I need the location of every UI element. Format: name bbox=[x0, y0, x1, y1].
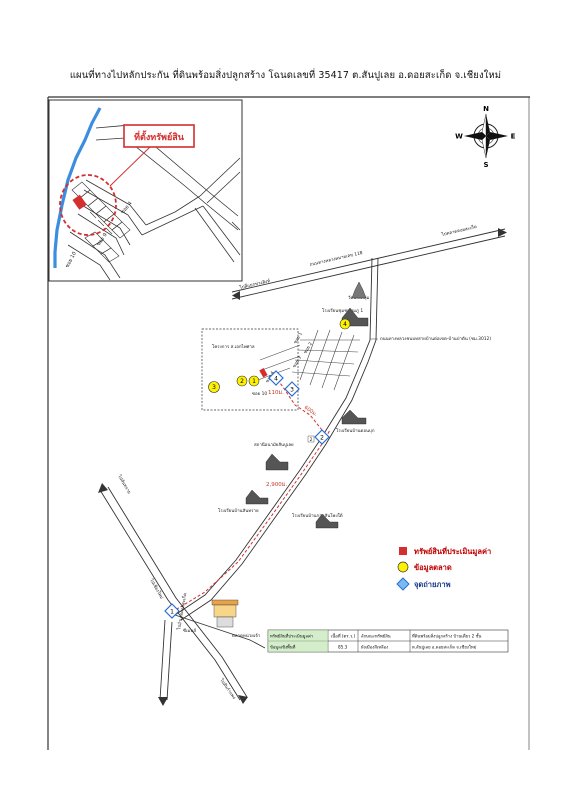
legend-market-label: ข้อมูลตลาด bbox=[414, 563, 452, 573]
place-school-low1: โรงเรียนบ้านสันทราย bbox=[218, 507, 259, 514]
place-school-top: โรงเรียนชุมชนชมภู 1 bbox=[322, 307, 363, 314]
place-junction: ซีเมนส์ bbox=[183, 628, 196, 634]
route-path-end bbox=[277, 379, 323, 431]
hospital-icon: 2 bbox=[307, 435, 315, 443]
legend-market-swatch bbox=[397, 561, 409, 573]
compass-s: S bbox=[483, 161, 488, 169]
road-label-secondary: ถนนทางหลวงชนบทสายบ้านต่อเขต-บ้านป่าตัน (… bbox=[380, 336, 491, 342]
inset-map: ที่ตั้งทรัพย์สิน ซอย 4 ซอย 9 ซอย 10 bbox=[48, 99, 243, 282]
legend-property-swatch bbox=[399, 547, 407, 555]
svg-text:1: 1 bbox=[252, 378, 256, 385]
compass-n: N bbox=[483, 105, 489, 113]
route-path bbox=[171, 429, 331, 613]
table-r2c1: ข้อมูลเชิงพื้นที่ bbox=[270, 644, 296, 651]
svg-text:2: 2 bbox=[320, 435, 324, 442]
inset-property-marker bbox=[72, 194, 87, 210]
local-streets bbox=[257, 329, 360, 391]
distance-110: 110ม. bbox=[268, 390, 284, 396]
market-marker-3: 1 bbox=[248, 375, 260, 387]
place-school-low2: โรงเรียนบ้านกาดสันโพงใต้ bbox=[292, 512, 343, 519]
table-r2c4: ต.สันปูเลย อ.ดอยสะเก็ด จ.เชียงใหม่ bbox=[412, 644, 477, 651]
inset-property-label-box bbox=[123, 124, 195, 148]
road-label-left: ไปสี่แยกข่วงสิงห์ bbox=[238, 277, 271, 291]
place-school-mid: โรงเรียนบ้านดอนบุก bbox=[336, 427, 375, 434]
svg-text:4: 4 bbox=[343, 321, 347, 328]
compass-e: E bbox=[511, 133, 516, 141]
svg-text:4: 4 bbox=[274, 376, 278, 383]
compass-w: W bbox=[455, 133, 463, 141]
property-marker bbox=[259, 368, 268, 378]
info-table: ทรัพย์สินที่ประเมินมูลค่า เนื้อที่ (ตร.ว… bbox=[267, 629, 509, 653]
legend-photo-label: จุดถ่ายภาพ bbox=[414, 580, 451, 589]
inset-property-label: ที่ตั้งทรัพย์สิน bbox=[134, 130, 185, 143]
photo-point-4: 4 bbox=[268, 370, 284, 386]
table-r1c1: ทรัพย์สินที่ประเมินมูลค่า bbox=[270, 633, 313, 640]
place-village: โครงการ ส.เอกไพศาล bbox=[212, 343, 255, 350]
inset-highlight-circle bbox=[59, 174, 117, 236]
photo-point-1: 1 bbox=[164, 603, 180, 619]
page-title: แผนที่ทางไปหลักประกัน ที่ดินพร้อมสิ่งปลู… bbox=[69, 70, 502, 81]
legend-photo-swatch bbox=[396, 577, 410, 591]
svg-text:3: 3 bbox=[290, 387, 294, 394]
svg-text:3: 3 bbox=[212, 384, 216, 391]
market-marker-1: 3 bbox=[208, 381, 220, 393]
distance-2900: 2,900ม. bbox=[266, 482, 287, 488]
svg-text:2: 2 bbox=[310, 437, 313, 442]
inset-soi4-label: ซอย 4 bbox=[120, 201, 134, 216]
table-r1c2: เนื้อที่ (ตร.ว.) bbox=[331, 633, 356, 639]
place-market: ตลาดหน่วยเจ้า bbox=[232, 633, 261, 639]
table-r2c3: ผังเมืองสีเหลือง bbox=[361, 645, 388, 650]
street-soi2: ซอย 2 bbox=[303, 341, 314, 355]
svg-text:2: 2 bbox=[240, 378, 244, 385]
market-marker-4: 4 bbox=[339, 318, 351, 330]
market-marker-2: 2 bbox=[236, 375, 248, 387]
temple-icon bbox=[351, 281, 367, 299]
village-box bbox=[201, 328, 299, 411]
street-soi3: ซอย 3 bbox=[292, 355, 303, 369]
inset-soi10-label: ซอย 10 bbox=[64, 251, 77, 269]
market-icon bbox=[211, 599, 239, 628]
table-r2c2: 85.3 bbox=[338, 645, 348, 650]
place-hospital: สถานีอนามัยสันปูเลย bbox=[254, 442, 294, 448]
road-label-right: ไปตลาดดอยสะเก็ด bbox=[440, 222, 478, 238]
compass-rose: N S E W bbox=[455, 105, 515, 169]
table-r1c4: ที่ดินพร้อมสิ่งปลูกสร้าง บ้านเดี่ยว 2 ชั… bbox=[412, 633, 482, 640]
road-label-top-left: ไปสันทราย bbox=[116, 473, 132, 495]
legend-property-label: ทรัพย์สินที่ประเมินมูลค่า bbox=[414, 545, 491, 557]
legend: ทรัพย์สินที่ประเมินมูลค่า ข้อมูลตลาด จุด… bbox=[396, 545, 491, 591]
svg-text:1: 1 bbox=[170, 609, 174, 616]
table-r1c3: ลักษณะทรัพย์สิน bbox=[361, 634, 391, 639]
photo-point-3: 3 bbox=[284, 381, 300, 397]
street-soi1: ซอย 1 bbox=[293, 331, 304, 345]
school-icon bbox=[245, 307, 369, 529]
photo-point-2: 2 bbox=[314, 429, 330, 445]
map-frame bbox=[47, 96, 530, 750]
main-roads bbox=[98, 228, 507, 706]
river bbox=[53, 107, 102, 268]
road-label-ring: ถนนทางหลวงหมายเลข 118 bbox=[309, 250, 363, 268]
street-soi10: ซอย 10 bbox=[252, 391, 267, 397]
